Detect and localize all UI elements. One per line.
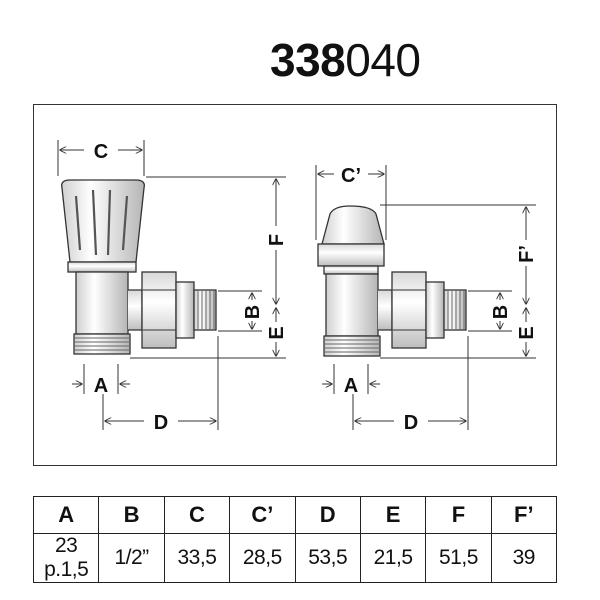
right-valve <box>317 205 467 357</box>
value-c-prime: 28,5 <box>229 533 296 583</box>
right-valve-nut <box>391 271 427 349</box>
product-code: 338040 <box>270 32 421 88</box>
left-dimension-lines <box>57 140 286 430</box>
left-label-b: B <box>242 305 264 319</box>
left-valve-nut <box>141 271 177 349</box>
header-c-prime: C’ <box>229 496 296 534</box>
product-code-regular: 040 <box>345 34 421 86</box>
left-valve <box>61 179 217 355</box>
header-b: B <box>98 496 165 534</box>
right-label-c-prime: C’ <box>341 165 361 187</box>
dimensions-value-row: 23 p.1,5 1/2” 33,5 28,5 53,5 21,5 51,5 3… <box>32 533 558 583</box>
left-label-a: A <box>94 375 108 397</box>
dimensions-header-row: A B C C’ D E F F’ <box>32 496 558 534</box>
left-valve-handle <box>61 179 145 263</box>
value-f-prime: 39 <box>490 533 558 583</box>
left-valve-body <box>75 271 129 335</box>
value-b: 1/2” <box>98 533 165 583</box>
dimensions-table: A B C C’ D E F F’ 23 p.1,5 1/2” 33,5 28,… <box>32 496 558 583</box>
left-label-c: C <box>94 141 108 163</box>
header-f-prime: F’ <box>490 496 558 534</box>
right-label-e: E <box>516 326 538 339</box>
header-e: E <box>359 496 427 534</box>
drawing-frame <box>33 104 557 466</box>
value-c: 33,5 <box>163 533 231 583</box>
right-label-d: D <box>404 412 418 434</box>
header-a: A <box>32 496 100 534</box>
left-label-f: F <box>266 234 288 246</box>
left-label-e: E <box>266 326 288 339</box>
value-e: 21,5 <box>359 533 427 583</box>
product-code-bold: 338 <box>270 34 346 86</box>
right-valve-body <box>325 273 379 337</box>
right-label-a: A <box>344 375 358 397</box>
value-f: 51,5 <box>425 533 492 583</box>
header-f: F <box>425 496 492 534</box>
left-label-d: D <box>154 412 168 434</box>
right-label-f-prime: F’ <box>516 245 538 263</box>
right-valve-cap <box>321 205 385 245</box>
value-d: 53,5 <box>294 533 361 583</box>
header-d: D <box>294 496 361 534</box>
value-a: 23 p.1,5 <box>32 533 100 583</box>
header-c: C <box>163 496 231 534</box>
right-dimension-lines <box>315 165 536 430</box>
right-label-b: B <box>490 305 512 319</box>
